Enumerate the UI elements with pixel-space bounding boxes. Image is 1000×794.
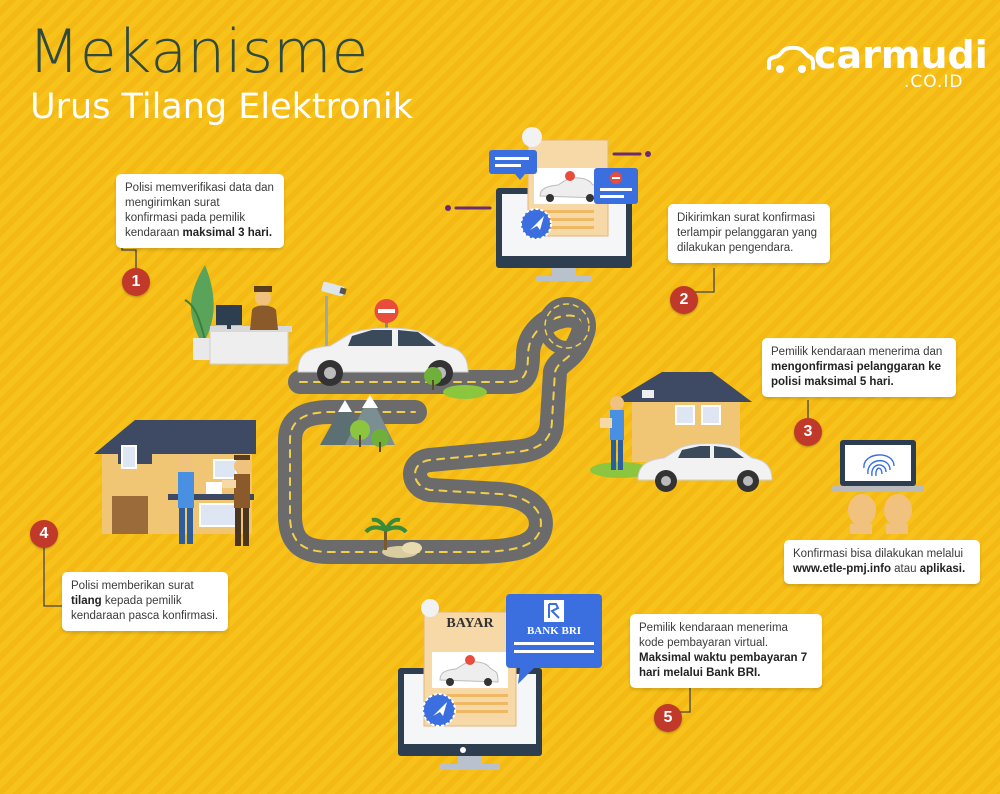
step-2-text: Dikirimkan surat konfirmasi terlampir pe… <box>677 212 818 254</box>
step-1-badge: 1 <box>122 268 150 296</box>
logo-domain: .CO.ID <box>904 72 964 92</box>
tree-icon <box>424 367 442 390</box>
house-with-car <box>600 372 773 492</box>
bayar-label: BAYAR <box>446 616 494 631</box>
step-5-description: Pemilik kendaraan menerima kode pembayar… <box>630 614 822 688</box>
monitor-confirmation-letter <box>445 127 651 281</box>
logo-wordmark: carmudi <box>814 33 988 77</box>
bank-bri-label: BANK BRI <box>526 625 582 637</box>
car-icon <box>297 327 469 386</box>
palm-tree-icon <box>364 517 422 554</box>
confirmation-note: Konfirmasi bisa dilakukan melalui www.et… <box>784 540 980 584</box>
carmudi-logo: carmudi .CO.ID <box>766 36 988 96</box>
step-4-description: Polisi memberikan surat tilang kepada pe… <box>62 572 228 631</box>
step-3-text: Pemilik kendaraan menerima dan <box>771 346 943 358</box>
step-1-text: Polisi memverifikasi data dan mengirimka… <box>125 182 274 239</box>
step-1-text-bold: maksimal 3 hari. <box>182 227 273 239</box>
police-desk-scene <box>184 265 292 365</box>
step-5-badge: 5 <box>654 704 682 732</box>
winding-road <box>278 297 596 564</box>
house-with-police-officer <box>94 420 256 546</box>
confirmation-note-or: atau <box>890 563 920 575</box>
step-5-text-bold: Maksimal waktu pembayaran 7 hari melalui… <box>639 652 808 679</box>
confirmation-note-text: Konfirmasi bisa dilakukan melalui <box>793 548 964 560</box>
step-3-badge: 3 <box>794 418 822 446</box>
car-outline-icon <box>767 46 815 73</box>
etle-website-link[interactable]: www.etle-pmj.info <box>793 563 891 575</box>
step-2-badge: 2 <box>670 286 698 314</box>
mountains-icon <box>320 395 395 452</box>
step-4-badge: 4 <box>30 520 58 548</box>
step-5-text: Pemilik kendaraan menerima kode pembayar… <box>639 622 788 649</box>
laptop-fingerprint-icon <box>832 440 924 534</box>
page-subtitle: Urus Tilang Elektronik <box>30 87 413 127</box>
payment-monitor <box>398 594 602 770</box>
confirmation-note-app: aplikasi. <box>919 563 966 575</box>
step-2-description: Dikirimkan surat konfirmasi terlampir pe… <box>668 204 830 263</box>
page-title: Mekanisme <box>28 17 369 87</box>
step-3-description: Pemilik kendaraan menerima dan mengonfir… <box>762 338 956 397</box>
step-1-description: Polisi memverifikasi data dan mengirimka… <box>116 174 284 248</box>
step-4-text-end: kepada pemilik kendaraan pasca konfirmas… <box>71 595 219 622</box>
step-4-text: Polisi memberikan surat <box>71 580 194 592</box>
traffic-camera-icon <box>321 281 347 346</box>
step-4-text-bold: tilang <box>71 595 102 607</box>
step-3-text-bold: mengonfirmasi pelanggaran ke polisi maks… <box>771 361 941 388</box>
